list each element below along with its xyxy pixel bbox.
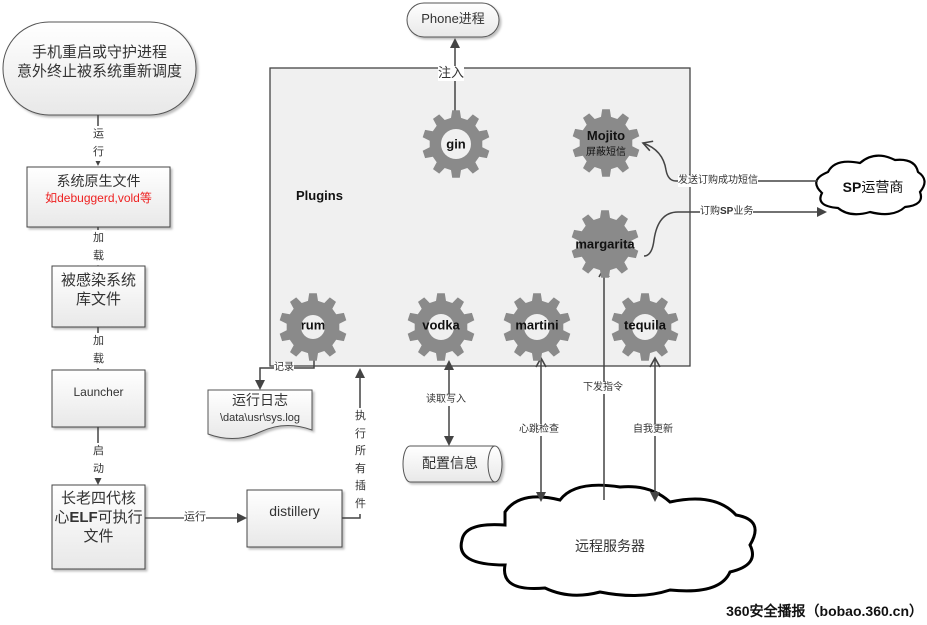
gear-icon-gin (422, 110, 490, 178)
gear-hole-vodka (428, 314, 454, 340)
infected-lib-text: 被感染系统 库文件 (52, 272, 145, 310)
gear-label-martini: martini (515, 317, 559, 333)
edge-inject-label: 注入 (438, 65, 465, 81)
start-line2: 意外终止被系统重新调度 (16, 62, 182, 80)
edge-start-label: 启 动 (92, 443, 105, 479)
edge-char: 行 (93, 145, 104, 158)
gear-body-mojito (572, 109, 640, 177)
edge-char: 加 (93, 232, 104, 244)
gear-layer (279, 109, 679, 361)
sp-operator-cloud (815, 154, 926, 216)
edge-load-label-1: 加 载 (92, 230, 105, 266)
core-elf-line2-post: 可执行 (97, 508, 143, 526)
edge-char: 载 (93, 249, 104, 262)
order-pre: 订购 (700, 206, 720, 217)
gear-label-tequila: tequila (624, 317, 666, 333)
remote-server-cloud (459, 483, 757, 598)
gear-icon-martini (503, 293, 571, 361)
core-elf-line2-pre: 心 (54, 508, 70, 526)
gear-label-gin: gin (446, 136, 466, 152)
edge-send-sms-label: 发送订购成功短信 (678, 175, 758, 187)
gear-hole-gin (441, 129, 471, 159)
sys-files-title: 系统原生文件 (56, 173, 141, 189)
gear-label-margarita: margarita (575, 236, 635, 252)
gear-icon-mojito (572, 109, 640, 177)
gear-body-margarita (571, 210, 639, 278)
edge-char: 动 (93, 462, 104, 475)
gear-label-vodka: vodka (422, 317, 460, 333)
gear-icon-tequila (611, 293, 679, 361)
edge-command-label: 下发指令 (583, 382, 623, 394)
gear-label-mojito: Mojito 屏蔽短信 (586, 128, 626, 158)
core-elf-box (51, 484, 146, 570)
order-post: 业务 (733, 206, 754, 217)
start-terminator-text: 手机重启或守护进程 意外终止被系统重新调度 (3, 44, 196, 82)
edge-char: 插 (355, 480, 366, 493)
edge-char: 件 (355, 497, 366, 510)
sys-files-subtitle: 如debuggerd,vold等 (45, 190, 152, 205)
edge-run-horizontal-label: 运行 (184, 511, 206, 524)
edge-read-write-label: 读取写入 (426, 394, 466, 406)
edge-char: 加 (93, 335, 104, 347)
edge-record-label: 记录 (274, 362, 294, 374)
gear-icon-rum (279, 293, 347, 361)
edge-load-label-2: 加 载 (92, 333, 105, 369)
watermark: 360安全播报（bobao.360.cn） (726, 603, 923, 619)
edge-char: 载 (93, 352, 104, 365)
gear-icon-vodka (407, 293, 475, 361)
launcher-label: Launcher (73, 385, 124, 399)
sp-operator-label: SP运营商 (828, 179, 918, 197)
mojito-name: Mojito (586, 128, 626, 143)
gear-hole-martini (524, 314, 550, 340)
phone-process-terminator (406, 2, 500, 38)
core-elf-text: 长老四代核 心ELF可执行 文件 (52, 490, 145, 546)
gear-hole-tequila (632, 314, 658, 340)
core-elf-line2: 心ELF可执行 (52, 509, 145, 528)
infected-lib-line2: 库文件 (75, 290, 121, 308)
edge-char: 所 (355, 445, 366, 458)
infected-lib-line1: 被感染系统 (60, 272, 136, 289)
edge-self-update-label: 自我更新 (633, 424, 673, 436)
infected-lib-box (51, 265, 146, 328)
edge-char: 有 (355, 462, 366, 475)
gear-icon-margarita (571, 210, 639, 278)
phone-process-label: Phone进程 (421, 11, 485, 26)
edge-char: 行 (355, 427, 366, 440)
edge-run-label: 运 行 (92, 126, 105, 162)
distillery-label: distillery (269, 503, 320, 519)
edge-char: 启 (93, 445, 104, 457)
log-path: \data\usr\sys.log (219, 411, 301, 424)
log-title: 运行日志 (232, 392, 288, 408)
log-document (207, 389, 313, 439)
core-elf-line1: 长老四代核 (60, 490, 136, 507)
log-document-text: 运行日志 \data\usr\sys.log (208, 392, 312, 425)
edge-heartbeat-label: 心跳检查 (519, 424, 559, 436)
core-elf-line2-bold: ELF (69, 508, 98, 526)
sys-files-text: 系统原生文件 如debuggerd,vold等 (27, 173, 170, 206)
core-elf-line3: 文件 (83, 527, 114, 545)
edge-order-sp-label: 订购SP业务 (700, 206, 754, 218)
config-label: 配置信息 (422, 455, 478, 471)
order-bold: SP (720, 206, 734, 217)
plugins-title: Plugins (296, 188, 343, 203)
distillery-box (246, 489, 343, 548)
edge-exec-plugins-label: 执 行 所 有 插 件 (354, 408, 367, 514)
config-storage (402, 445, 503, 483)
edge-char: 执 (355, 410, 366, 422)
sp-label-rest: 运营商 (861, 179, 904, 195)
gear-hole-rum (301, 315, 325, 339)
remote-server-label: 远程服务器 (575, 538, 645, 554)
mojito-sub: 屏蔽短信 (586, 147, 626, 158)
gear-label-rum: rum (300, 317, 326, 333)
start-terminator (2, 21, 197, 116)
edge-char: 运 (93, 128, 104, 140)
sys-files-box (26, 166, 171, 228)
sp-label-bold: SP (842, 179, 862, 195)
start-line1: 手机重启或守护进程 (31, 44, 167, 61)
